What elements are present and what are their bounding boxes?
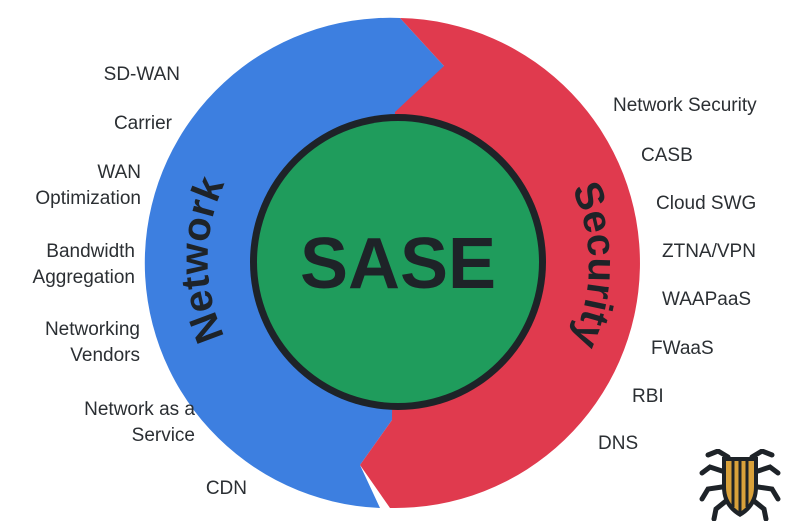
network-item-carrier: Carrier: [113, 113, 172, 134]
security-item-fwaas: FWaaS: [651, 338, 714, 359]
security-item-rbi: RBI: [632, 386, 664, 407]
network-item-wan-optimization: WAN Optimization: [35, 162, 141, 209]
security-item-ztna-vpn: ZTNA/VPN: [662, 241, 756, 262]
shield-bug-logo-icon: [699, 449, 781, 521]
center-circle: [257, 121, 539, 403]
network-item-sd-wan: SD-WAN: [103, 64, 180, 85]
network-item-bandwidth-aggregation: Bandwidth Aggregation: [32, 241, 135, 288]
network-item-networking-vendors: Networking Vendors: [44, 319, 140, 366]
sase-title: SASE: [300, 224, 496, 304]
security-item-cloud-swg: Cloud SWG: [656, 193, 757, 214]
security-item-waapaas: WAAPaaS: [662, 289, 752, 310]
security-item-dns: DNS: [598, 433, 639, 454]
network-item-network-as-a-service: Network as a Service: [84, 399, 195, 446]
security-item-network-security: Network Security: [613, 95, 757, 116]
security-item-casb: CASB: [641, 145, 693, 166]
network-item-cdn: CDN: [205, 478, 247, 499]
